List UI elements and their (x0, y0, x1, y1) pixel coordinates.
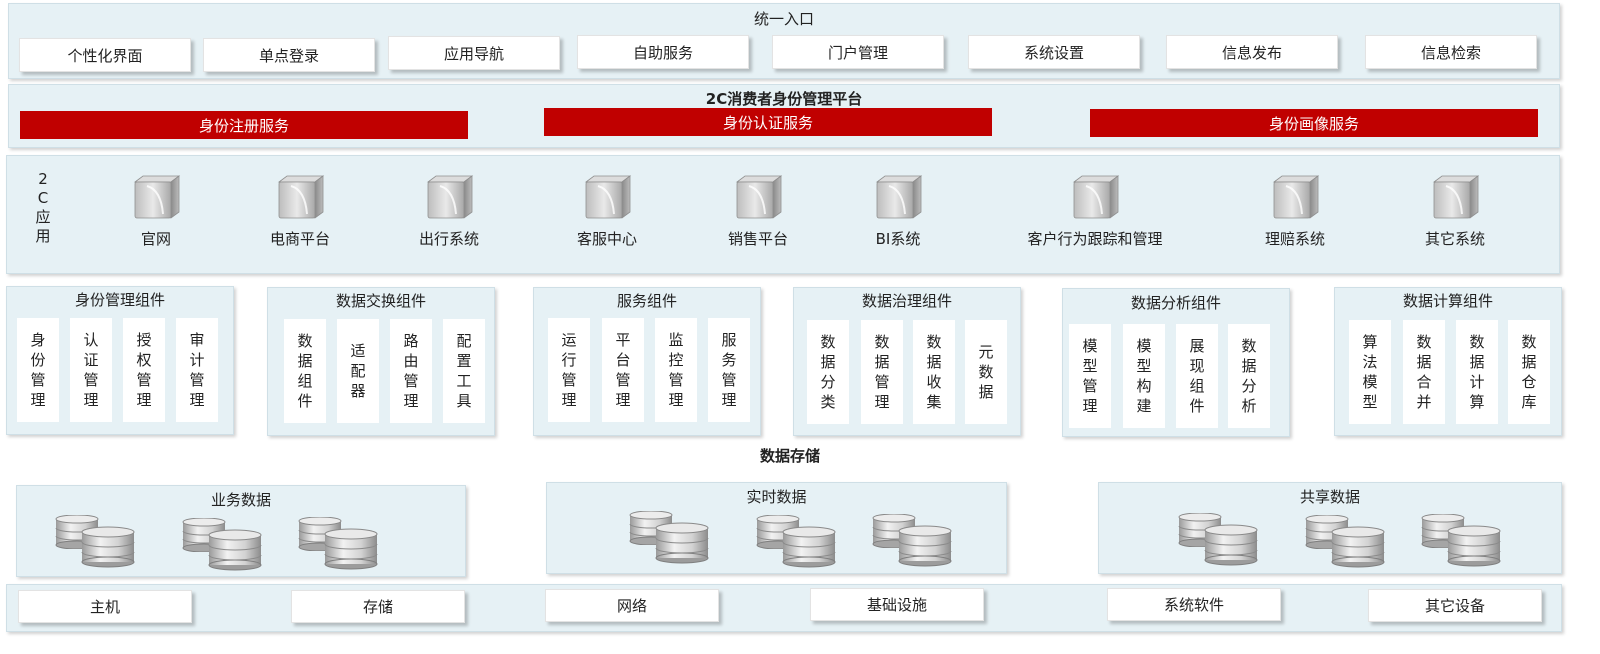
component-item[interactable]: 适配器 (337, 319, 379, 423)
service-identity-profile[interactable]: 身份画像服务 (1090, 109, 1538, 137)
component-item[interactable]: 数据分析 (1228, 324, 1270, 428)
component-title: 数据分析组件 (1130, 294, 1221, 312)
storage-title: 数据存储 (759, 447, 820, 465)
component-item[interactable]: 模型构建 (1123, 324, 1165, 428)
system-customer-behavior[interactable]: 客户行为跟踪和管理 (1015, 174, 1175, 249)
component-item[interactable]: 审计管理 (176, 318, 218, 422)
component-title: 服务组件 (616, 292, 677, 310)
platform-title: 2C消费者身份管理平台 (705, 90, 863, 108)
component-title: 数据治理组件 (861, 292, 952, 310)
component-item[interactable]: 平台管理 (602, 318, 644, 422)
apps-label: 2C应用 (35, 170, 51, 245)
component-item[interactable]: 元数据 (965, 320, 1007, 424)
server-box-icon (733, 174, 783, 220)
infra-item-network[interactable]: 网络 (545, 589, 719, 622)
component-item[interactable]: 数据分类 (807, 320, 849, 424)
server-box-icon (1070, 174, 1120, 220)
portal-item-single-sign-on[interactable]: 单点登录 (203, 38, 375, 72)
component-item[interactable]: 运行管理 (548, 318, 590, 422)
component-item[interactable]: 算法模型 (1349, 320, 1391, 424)
infra-item-other-devices[interactable]: 其它设备 (1368, 589, 1542, 622)
database-cylinder-icon (756, 515, 846, 575)
component-item[interactable]: 数据管理 (861, 320, 903, 424)
component-item[interactable]: 展现组件 (1176, 324, 1218, 428)
system-bi[interactable]: BI系统 (818, 174, 978, 249)
database-cylinder-icon (298, 517, 388, 577)
database-cylinder-icon (1305, 515, 1395, 575)
server-box-icon (1430, 174, 1480, 220)
portal-item-system-settings[interactable]: 系统设置 (968, 35, 1140, 69)
system-label: 官网 (140, 230, 171, 248)
system-customer-service[interactable]: 客服中心 (527, 174, 687, 249)
portal-item-personalized-ui[interactable]: 个性化界面 (19, 38, 191, 72)
storage-group-title: 实时数据 (746, 488, 807, 506)
server-box-icon (131, 174, 181, 220)
component-item[interactable]: 数据组件 (284, 319, 326, 423)
component-title: 数据计算组件 (1402, 292, 1493, 310)
system-label: 客户行为跟踪和管理 (1027, 230, 1163, 248)
server-box-icon (1270, 174, 1320, 220)
portal-item-self-service[interactable]: 自助服务 (577, 35, 749, 69)
component-title: 身份管理组件 (74, 291, 165, 309)
infrastructure-panel (6, 584, 1562, 632)
component-item[interactable]: 数据计算 (1456, 320, 1498, 424)
database-cylinder-icon (1421, 514, 1511, 574)
database-cylinder-icon (1178, 513, 1268, 573)
server-box-icon (873, 174, 923, 220)
system-label: 客服中心 (576, 230, 637, 248)
system-label: 电商平台 (269, 230, 330, 248)
portal-item-portal-management[interactable]: 门户管理 (772, 35, 944, 69)
component-item[interactable]: 身份管理 (17, 318, 59, 422)
component-item[interactable]: 模型管理 (1069, 324, 1111, 428)
database-cylinder-icon (872, 514, 962, 574)
portal-title: 统一入口 (753, 10, 814, 28)
system-official-site[interactable]: 官网 (76, 174, 236, 249)
infra-item-host[interactable]: 主机 (18, 590, 192, 623)
server-box-icon (424, 174, 474, 220)
infra-item-base-facilities[interactable]: 基础设施 (810, 588, 984, 621)
component-item[interactable]: 路由管理 (390, 319, 432, 423)
system-label: BI系统 (875, 230, 921, 248)
database-cylinder-icon (629, 511, 719, 571)
component-title: 数据交换组件 (335, 292, 426, 310)
portal-item-info-search[interactable]: 信息检索 (1365, 35, 1537, 69)
storage-group-title: 共享数据 (1299, 488, 1360, 506)
system-label: 销售平台 (727, 230, 788, 248)
service-identity-authentication[interactable]: 身份认证服务 (544, 108, 992, 136)
database-cylinder-icon (55, 515, 145, 575)
service-identity-registration[interactable]: 身份注册服务 (20, 111, 468, 139)
system-claims[interactable]: 理赔系统 (1215, 174, 1375, 249)
infra-item-system-software[interactable]: 系统软件 (1107, 588, 1281, 621)
component-item[interactable]: 数据仓库 (1508, 320, 1550, 424)
component-item[interactable]: 数据合并 (1403, 320, 1445, 424)
storage-group-title: 业务数据 (210, 491, 271, 509)
component-item[interactable]: 监控管理 (655, 318, 697, 422)
database-cylinder-icon (182, 518, 272, 578)
component-item[interactable]: 服务管理 (708, 318, 750, 422)
portal-item-app-navigation[interactable]: 应用导航 (388, 36, 560, 70)
system-label: 其它系统 (1424, 230, 1485, 248)
component-item[interactable]: 数据收集 (913, 320, 955, 424)
server-box-icon (582, 174, 632, 220)
system-ecommerce[interactable]: 电商平台 (220, 174, 380, 249)
portal-item-info-publish[interactable]: 信息发布 (1166, 35, 1338, 69)
component-item[interactable]: 授权管理 (123, 318, 165, 422)
system-label: 理赔系统 (1264, 230, 1325, 248)
system-sales[interactable]: 销售平台 (678, 174, 838, 249)
system-other[interactable]: 其它系统 (1375, 174, 1535, 249)
server-box-icon (275, 174, 325, 220)
component-item[interactable]: 认证管理 (70, 318, 112, 422)
system-travel[interactable]: 出行系统 (369, 174, 529, 249)
infra-item-storage[interactable]: 存储 (291, 590, 465, 623)
component-item[interactable]: 配置工具 (443, 319, 485, 423)
system-label: 出行系统 (418, 230, 479, 248)
